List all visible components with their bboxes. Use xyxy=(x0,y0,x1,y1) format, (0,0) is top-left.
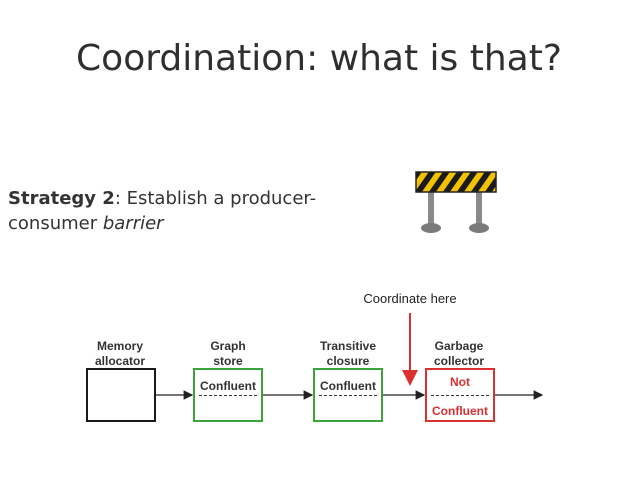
coordinate-label: Coordinate here xyxy=(363,291,457,306)
barrier-icon xyxy=(415,171,497,233)
garbage-collector-box: Not Confluent xyxy=(425,368,495,422)
strategy-text-2: consumer xyxy=(8,213,103,234)
strategy-text-1: : Establish a producer- xyxy=(114,188,317,209)
confluent-label: Confluent xyxy=(320,379,376,393)
not-label: Not xyxy=(450,375,470,389)
memory-allocator-box xyxy=(86,368,156,422)
strategy-italic: barrier xyxy=(102,213,164,234)
confluent-label: Confluent xyxy=(200,379,256,393)
strategy-label: Strategy 2 xyxy=(8,188,115,209)
strategy-text: Strategy 2: Establish a producer- consum… xyxy=(8,186,368,236)
transitive-closure-box: Confluent xyxy=(313,368,383,422)
slide-title: Coordination: what is that? xyxy=(76,38,562,79)
graph-store-box: Confluent xyxy=(193,368,263,422)
confluent-label: Confluent xyxy=(432,404,488,418)
